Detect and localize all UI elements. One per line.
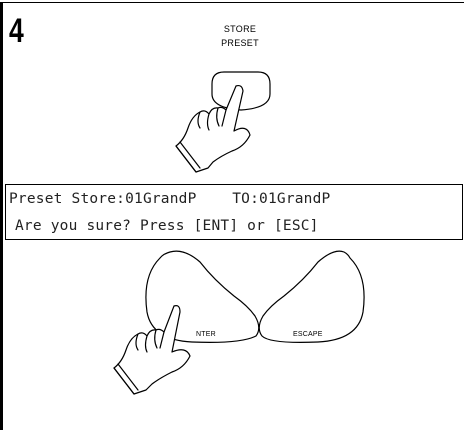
lcd-display: Preset Store:01GrandP TO:01GrandP Are yo… bbox=[5, 184, 463, 240]
lcd-line-2: Are you sure? Press [ENT] or [ESC] bbox=[15, 218, 319, 234]
enter-button[interactable] bbox=[146, 251, 259, 342]
lcd-line-1: Preset Store:01GrandP TO:01GrandP bbox=[9, 191, 330, 207]
escape-button[interactable] bbox=[259, 251, 364, 342]
escape-button-label: ESCAPE bbox=[293, 331, 323, 338]
enter-button-label: NTER bbox=[196, 331, 216, 338]
